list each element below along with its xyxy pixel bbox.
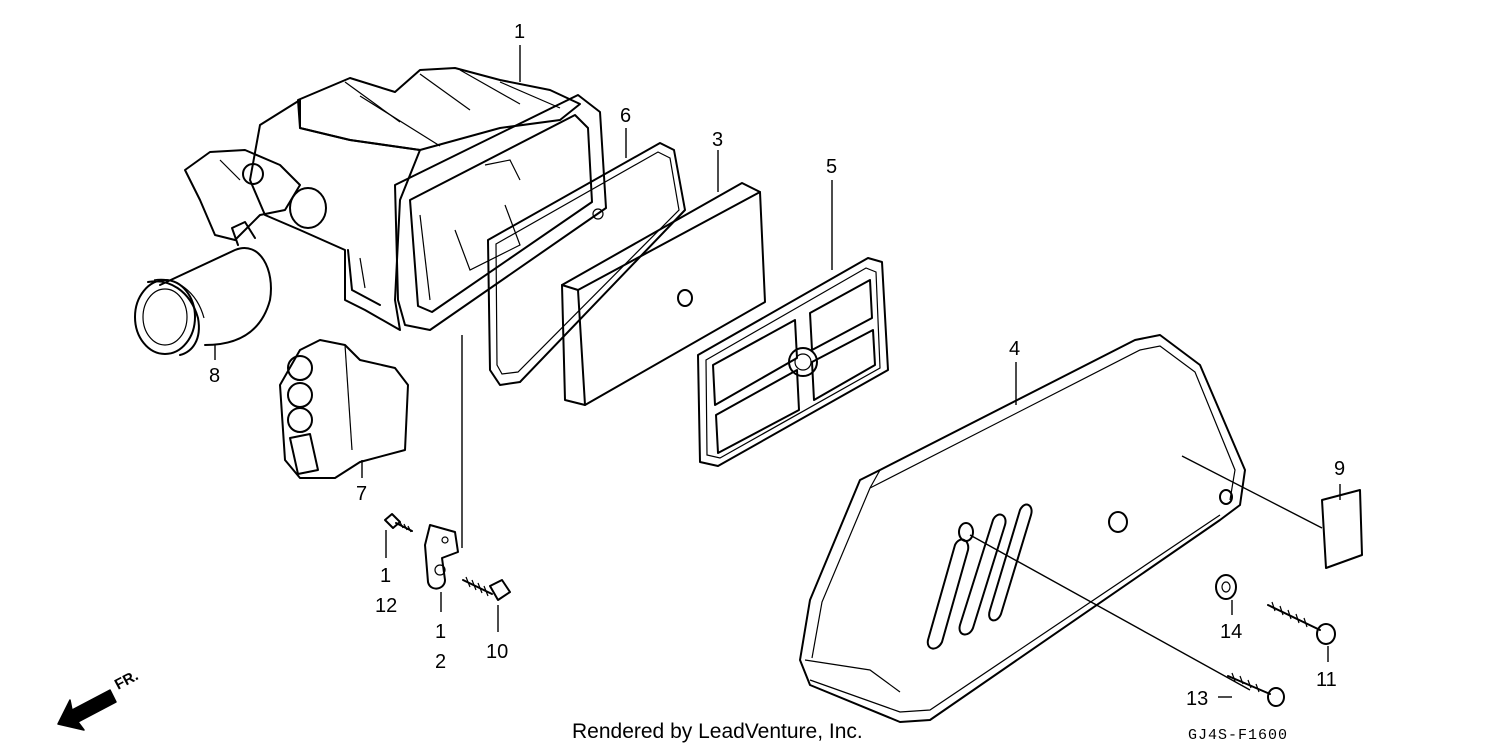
callout-6: 6 — [620, 105, 631, 127]
callout-7: 7 — [356, 483, 367, 505]
cover-screw[interactable] — [1227, 672, 1285, 707]
callout-10: 10 — [486, 641, 508, 663]
callout-1-bracket: 1 — [435, 621, 446, 643]
callout-3: 3 — [712, 129, 723, 151]
callout-4: 4 — [1009, 338, 1020, 360]
callout-14: 14 — [1220, 621, 1242, 643]
intake-tube[interactable] — [134, 221, 272, 356]
callout-8: 8 — [209, 365, 220, 387]
render-credit: Rendered by LeadVenture, Inc. — [572, 720, 863, 743]
callout-5: 5 — [826, 156, 837, 178]
front-direction-indicator: FR. — [57, 667, 141, 731]
tapping-bolt[interactable] — [1267, 601, 1336, 645]
callout-11: 11 — [1316, 669, 1337, 691]
callout-12: 12 — [375, 595, 397, 617]
air-cleaner-case[interactable] — [184, 67, 607, 331]
front-direction-label: FR. — [112, 667, 141, 693]
callout-9: 9 — [1334, 458, 1345, 480]
filter-element[interactable] — [561, 182, 766, 406]
element-holder[interactable] — [697, 257, 889, 467]
leader-lines — [214, 45, 1341, 698]
case-gasket[interactable] — [487, 142, 686, 386]
air-cleaner-cover[interactable] — [799, 334, 1246, 723]
diagram-code: GJ4S-F1600 — [1188, 727, 1288, 744]
carburetor-connector[interactable] — [279, 339, 409, 479]
collar[interactable] — [1215, 574, 1237, 600]
callout-2: 2 — [435, 651, 446, 673]
callout-1-case: 1 — [514, 21, 525, 43]
bracket[interactable] — [424, 524, 459, 590]
bolt[interactable] — [462, 576, 511, 601]
caution-label[interactable] — [1321, 489, 1363, 569]
screw[interactable] — [384, 513, 413, 533]
callout-1-screw: 1 — [380, 565, 391, 587]
front-arrow-icon — [57, 689, 117, 731]
callout-13: 13 — [1186, 688, 1208, 710]
